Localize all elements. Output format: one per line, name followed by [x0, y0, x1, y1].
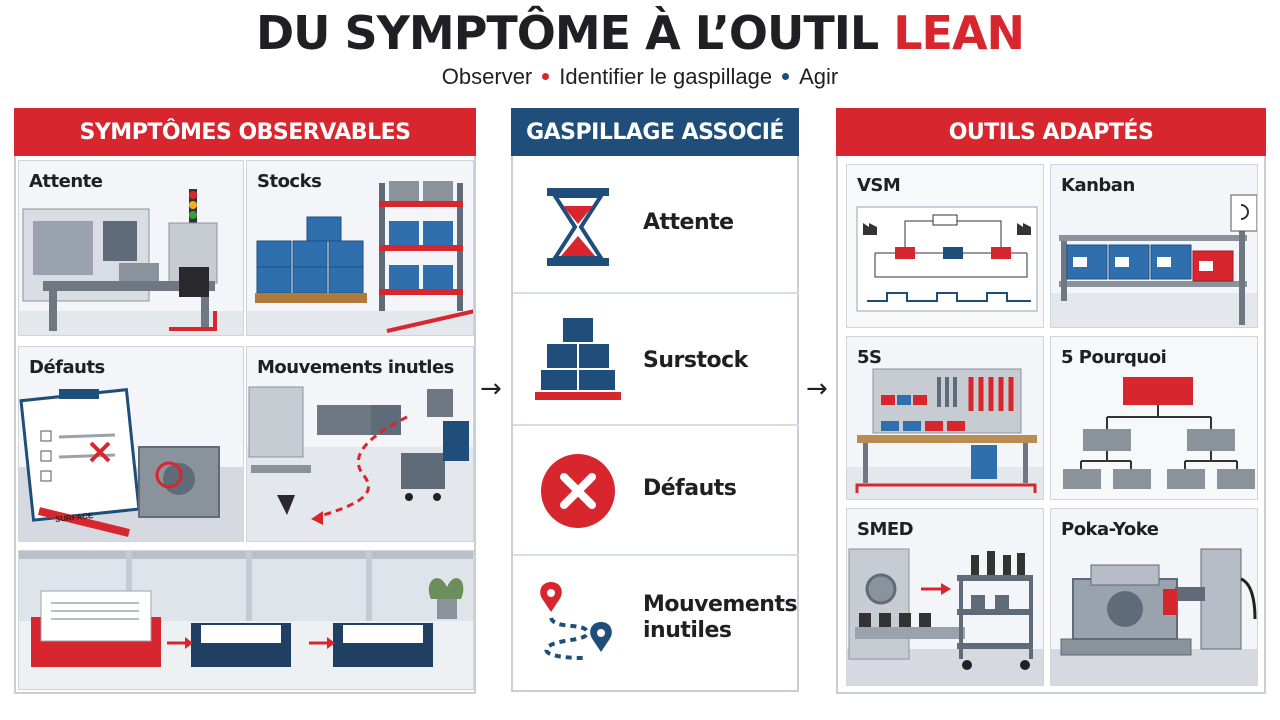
tool-label-smed: SMED: [857, 519, 914, 540]
tool-label-poka-yoke: Poka-Yoke: [1061, 519, 1159, 540]
waste-label-attente: Attente: [643, 210, 734, 235]
waiting-machine-illustration: [19, 189, 243, 335]
waste-heading: GASPILLAGE ASSOCIÉ: [511, 108, 799, 156]
symptoms-panel: SYMPTÔMES OBSERVABLES Attente: [14, 108, 476, 694]
page-title: DU SYMPTÔME À L’OUTIL LEAN: [0, 6, 1280, 60]
symptom-label-defauts: Défauts: [29, 357, 105, 378]
tool-tile-5-pourquoi: 5 Pourquoi: [1050, 336, 1258, 500]
error-x-icon: [541, 454, 615, 528]
route-pin-icon: [540, 582, 612, 660]
symptom-tile-paperwork: [18, 550, 474, 690]
title-main: DU SYMPTÔME À L’OUTIL: [255, 6, 894, 60]
tool-label-kanban: Kanban: [1061, 175, 1135, 196]
tool-tile-vsm: VSM: [846, 164, 1044, 328]
tools-heading: OUTILS ADAPTÉS: [836, 108, 1266, 156]
symptoms-heading: SYMPTÔMES OBSERVABLES: [14, 108, 476, 156]
paper-trays-illustration: [19, 551, 473, 689]
waste-row-surstock: Surstock: [513, 292, 799, 424]
symptom-label-attente: Attente: [29, 171, 103, 192]
tool-tile-5s: 5S: [846, 336, 1044, 500]
step-observe: Observer: [441, 64, 533, 89]
symptom-tile-mouvements: Mouvements inutles: [246, 346, 474, 542]
tool-tile-smed: SMED: [846, 508, 1044, 686]
tool-label-vsm: VSM: [857, 175, 901, 196]
waste-row-attente: Attente: [513, 156, 799, 292]
tool-label-5-pourquoi: 5 Pourquoi: [1061, 347, 1167, 368]
stock-pallets-illustration: [247, 181, 473, 335]
flow-arrow-1: →: [480, 374, 502, 404]
5-why-tree-illustration: [1063, 377, 1255, 489]
step-act: Agir: [799, 64, 839, 89]
page-subtitle: Observer Identifier le gaspillage Agir: [0, 64, 1280, 90]
flow-arrow-2: →: [806, 374, 828, 404]
kanban-bins-illustration: [1051, 194, 1257, 327]
5s-workbench-illustration: [847, 368, 1043, 499]
symptom-label-stocks: Stocks: [257, 171, 322, 192]
hourglass-icon: [547, 188, 609, 266]
title-accent: LEAN: [893, 6, 1025, 60]
tool-tile-poka-yoke: Poka-Yoke: [1050, 508, 1258, 686]
waste-label-defauts: Défauts: [643, 476, 737, 501]
waste-label-mouvements: Mouvements inutiles: [643, 592, 798, 644]
defect-checklist-illustration: [19, 388, 243, 541]
stacked-boxes-icon: [535, 318, 621, 400]
separator-dot-red: [542, 72, 550, 80]
vsm-map-illustration: [856, 206, 1038, 312]
waste-panel: GASPILLAGE ASSOCIÉ Attente Surstock Défa…: [511, 108, 799, 692]
poka-yoke-fixture-illustration: [1051, 548, 1257, 685]
tool-tile-kanban: Kanban: [1050, 164, 1258, 328]
movement-path-illustration: [247, 386, 473, 541]
waste-row-defauts: Défauts: [513, 424, 799, 554]
tools-panel: OUTILS ADAPTÉS VSM Kanban: [836, 108, 1266, 694]
symptom-tile-defauts: Défauts SURFACE: [18, 346, 244, 542]
symptom-tile-stocks: Stocks: [246, 160, 474, 336]
symptom-label-mouvements: Mouvements inutles: [257, 357, 454, 378]
separator-dot-blue: [782, 72, 790, 80]
smed-changeover-illustration: [847, 548, 1043, 685]
waste-row-mouvements: Mouvements inutiles: [513, 554, 799, 690]
step-identify: Identifier le gaspillage: [559, 64, 773, 89]
tool-label-5s: 5S: [857, 347, 882, 368]
waste-label-surstock: Surstock: [643, 348, 748, 373]
symptom-tile-attente: Attente: [18, 160, 244, 336]
